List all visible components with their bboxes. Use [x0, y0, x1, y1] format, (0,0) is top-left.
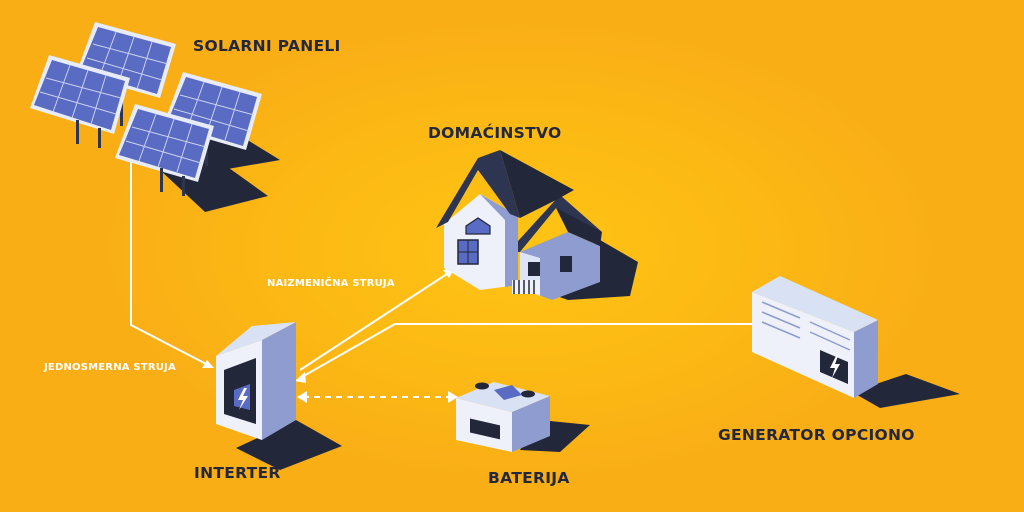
connector-lines — [130, 162, 755, 398]
battery-illustration — [456, 382, 590, 452]
generator-line — [299, 323, 755, 379]
generator-shadow — [852, 374, 960, 408]
solar-panel — [115, 104, 214, 196]
house-illustration — [436, 150, 638, 300]
generator-illustration — [752, 276, 960, 408]
solar-panels-illustration — [30, 22, 280, 212]
solar-panel — [30, 55, 130, 148]
dc-line — [130, 162, 211, 367]
label-solar-panels: SOLARNI PANELI — [193, 37, 341, 55]
ac-line — [299, 271, 451, 371]
label-household: DOMAĆINSTVO — [428, 124, 562, 142]
inverter-shadow — [236, 420, 342, 470]
inverter-illustration — [216, 322, 342, 470]
label-inverter: INTERTER — [194, 464, 281, 482]
label-battery: BATERIJA — [488, 469, 570, 487]
label-generator: GENERATOR OPCIONO — [718, 426, 915, 444]
arrow-battery-left — [297, 391, 307, 403]
arrow-to-inverter-gen — [295, 372, 306, 383]
arrow-to-inverter-dc — [202, 360, 214, 368]
arrow-battery-right — [448, 391, 458, 403]
label-dc-current: JEDNOSMERNA STRUJA — [44, 362, 176, 373]
label-ac-current: NAIZMENIČNA STRUJA — [267, 278, 395, 289]
